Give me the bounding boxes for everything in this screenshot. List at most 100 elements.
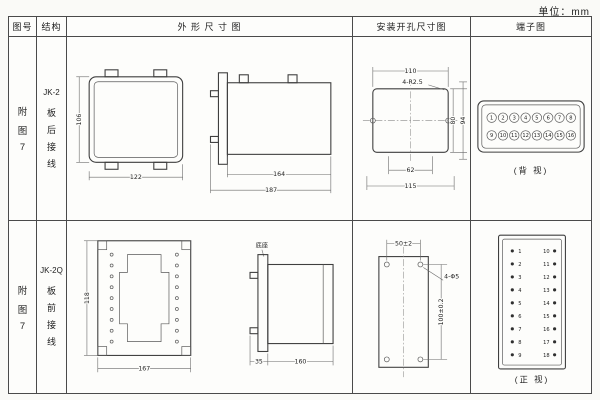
dim-width-outer-label: 115	[405, 183, 417, 190]
terminal-circle	[497, 130, 509, 141]
header-mounting: 安装开孔尺寸图	[353, 17, 471, 37]
terminal-number: 15	[556, 133, 563, 139]
fig-char: 附	[17, 285, 28, 297]
row2-cutout-view: 50±2 4-Φ5 100±0.2	[378, 240, 460, 378]
terminal-number: 5	[518, 301, 521, 307]
dim-height-label: 106	[76, 114, 83, 126]
row1-cutout-view: 110 4-R2.5 80 94 62 115	[362, 67, 468, 191]
terminal-dot	[510, 353, 514, 357]
terminal-number: 6	[518, 314, 521, 320]
dim-width-inner-label: 62	[407, 167, 415, 174]
fig-char: 7	[19, 320, 26, 332]
dim-height-inner-label: 80	[450, 117, 457, 125]
terminal-number: 3	[518, 275, 521, 281]
terminal-number: 11	[543, 262, 550, 268]
header-terminal: 端子图	[471, 17, 591, 37]
row1-fig-no: 附 图 7	[9, 37, 37, 221]
row1-front-view: 106 122	[75, 69, 184, 182]
row2-structure: JK-2Q 板 前 接 线	[37, 221, 67, 393]
row2-structure-text: JK-2Q 板 前 接 线	[40, 266, 63, 348]
row1-model-label: JK-2	[43, 87, 60, 97]
terminal-dot	[553, 288, 557, 292]
row1-fig-no-text: 附 图 7	[18, 104, 28, 153]
dim-depth-total-label: 187	[265, 187, 277, 194]
terminal-number: 13	[543, 288, 550, 294]
terminal-dot	[510, 288, 514, 292]
dim-height-outer-label: 94	[460, 117, 467, 125]
terminal-number: 10	[543, 249, 550, 255]
terminal-circle	[554, 130, 565, 141]
structure-char: 前	[46, 303, 56, 313]
terminal-circle	[486, 130, 497, 141]
fig-char: 图	[17, 126, 28, 137]
terminal-circle	[531, 130, 542, 141]
dim-front-width-label: 167	[138, 365, 150, 372]
terminal-number: 14	[545, 133, 552, 139]
terminal-circle	[565, 112, 576, 123]
terminal-circle	[543, 112, 554, 123]
terminal-number: 4	[524, 115, 527, 121]
row1-structure-text: JK-2 板 后 接 线	[43, 88, 59, 170]
terminal-dot	[510, 275, 514, 279]
dim-flange-depth-label: 35	[255, 358, 263, 365]
terminal-number: 3	[513, 115, 516, 121]
row1-view-label: (背 视)	[514, 166, 548, 176]
terminal-circle	[520, 130, 531, 141]
terminal-number: 13	[534, 133, 541, 139]
row1-outline-cell: 106 122 164 187	[67, 37, 353, 221]
terminal-number: 4	[518, 288, 521, 294]
row2-side-view: 底座 35 160	[249, 241, 334, 366]
dim-depth-body-label: 164	[273, 171, 285, 178]
header-outline: 外 形 尺 寸 图	[67, 17, 353, 37]
terminal-dot	[553, 275, 557, 279]
row2-outline-drawing: 118 167 底座 35 160	[83, 240, 334, 373]
terminal-dot	[553, 314, 557, 318]
terminal-dot	[510, 314, 514, 318]
dim-hole-spacing-v-label: 100±0.2	[438, 298, 445, 325]
fig-char: 附	[17, 107, 28, 118]
row2-fig-no: 附 图 7	[9, 221, 37, 393]
terminal-dot	[510, 340, 514, 344]
fig-char: 7	[19, 142, 26, 153]
terminal-dot	[553, 327, 557, 331]
terminal-number: 7	[518, 327, 521, 333]
row2-front-view: 118 167	[83, 240, 192, 373]
terminal-number: 5	[535, 115, 538, 121]
terminal-number: 1	[490, 115, 493, 121]
unit-label: 单位：mm	[538, 7, 590, 18]
terminal-number: 18	[543, 353, 550, 359]
row2-mounting-cell: 50±2 4-Φ5 100±0.2	[353, 221, 471, 393]
row2-fig-no-text: 附 图 7	[18, 283, 28, 332]
row1-structure: JK-2 板 后 接 线	[37, 37, 67, 221]
terminal-number: 1	[518, 249, 521, 255]
terminal-dot	[553, 301, 557, 305]
row1-mounting-drawing: 110 4-R2.5 80 94 62 115	[362, 67, 468, 191]
terminal-circle	[486, 112, 497, 123]
terminal-number: 9	[518, 353, 521, 359]
structure-char: 板	[46, 107, 56, 118]
terminal-number: 15	[543, 314, 550, 320]
terminal-number: 8	[518, 340, 521, 346]
terminal-number: 16	[568, 133, 575, 139]
terminal-dot	[510, 301, 514, 305]
terminal-circle	[509, 130, 520, 141]
terminal-number: 10	[500, 133, 507, 139]
structure-char: 接	[46, 141, 56, 152]
terminal-circle	[520, 112, 531, 123]
structure-char: 接	[46, 320, 56, 330]
row2-view-label: (正 视)	[515, 375, 549, 385]
terminal-number: 8	[569, 115, 572, 121]
structure-char: 板	[46, 286, 56, 296]
terminal-circle	[531, 112, 542, 123]
terminal-circle	[509, 112, 520, 123]
terminal-number: 9	[490, 133, 493, 139]
terminal-number: 2	[501, 115, 504, 121]
terminal-circle	[565, 130, 576, 141]
header-fig-no: 图号	[9, 17, 37, 37]
terminal-number: 7	[558, 115, 561, 121]
row2-outline-cell: 118 167 底座 35 160	[67, 221, 353, 393]
terminal-circle	[554, 112, 565, 123]
